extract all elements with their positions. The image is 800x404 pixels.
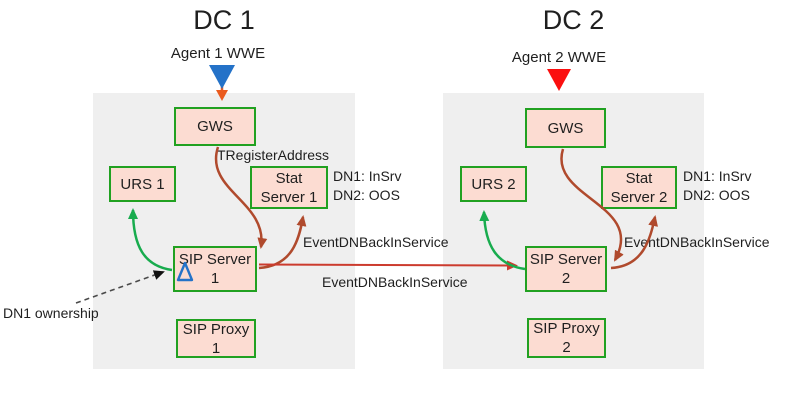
dc1-sip-server-label-line1: SIP Server xyxy=(178,251,252,268)
dc1-event-dn-label: EventDNBackInService xyxy=(303,234,449,250)
dc1-sip-server-node: SIP Server 1 xyxy=(173,246,257,292)
tregister-address-label: TRegisterAddress xyxy=(217,147,330,163)
agent1-triangle-icon xyxy=(209,65,235,89)
dc2-agent-label: Agent 2 WWE xyxy=(511,49,607,66)
dc1-dn-status-line2: DN2: OOS xyxy=(333,187,400,203)
dn1-ownership-triangle-icon xyxy=(191,278,205,280)
dc2-dn-status-line1: DN1: InSrv xyxy=(683,168,752,184)
dc2-sip-proxy-label: SIP Proxy 2 xyxy=(533,320,600,356)
dc1-sip-proxy-label: SIP Proxy 1 xyxy=(182,320,250,357)
dc1-urs-label: URS 1 xyxy=(120,175,165,193)
dc1-gws-label: GWS xyxy=(197,118,233,135)
dc1-dn-status: DN1: InSrv DN2: OOS xyxy=(333,167,401,205)
dc2-stat-label-line2: Server 2 xyxy=(610,188,668,206)
dc1-dn-status-line1: DN1: InSrv xyxy=(333,168,402,184)
dc2-urs-node: URS 2 xyxy=(460,166,527,202)
dc2-stat-label-line1: Stat xyxy=(625,169,653,187)
dc2-sip-server-label-line1: SIP Server xyxy=(529,251,603,268)
link-event-dn-label: EventDNBackInService xyxy=(322,274,468,290)
dc2-gws-node: GWS xyxy=(525,108,606,148)
dc1-sip-server-label-line2: 1 xyxy=(210,270,220,287)
dc1-stat-server-node: Stat Server 1 xyxy=(250,166,328,209)
dc2-sip-server-node: SIP Server 2 xyxy=(525,246,607,292)
dc1-agent-label: Agent 1 WWE xyxy=(170,45,266,62)
dc2-event-dn-label: EventDNBackInService xyxy=(624,234,770,250)
dc2-title: DC 2 xyxy=(542,5,605,35)
dn1-ownership-label: DN1 ownership xyxy=(3,305,99,321)
dc2-urs-label: URS 2 xyxy=(471,175,516,193)
dc2-dn-status-line2: DN2: OOS xyxy=(683,187,750,203)
dc2-stat-server-node: Stat Server 2 xyxy=(601,166,677,209)
dc1-sip-proxy-node: SIP Proxy 1 xyxy=(176,319,256,358)
agent2-triangle-icon xyxy=(547,69,571,91)
dc1-gws-node: GWS xyxy=(174,107,256,146)
dc1-urs-node: URS 1 xyxy=(109,166,176,202)
dc1-stat-label-line1: Stat xyxy=(275,169,303,187)
dc2-sip-server-label-line2: 2 xyxy=(561,270,571,287)
dc1-stat-label-line2: Server 1 xyxy=(260,188,318,206)
dc2-dn-status: DN1: InSrv DN2: OOS xyxy=(683,167,751,205)
dc2-gws-label: GWS xyxy=(547,119,584,137)
dc1-title: DC 1 xyxy=(193,5,255,35)
dc2-sip-proxy-node: SIP Proxy 2 xyxy=(527,318,606,358)
